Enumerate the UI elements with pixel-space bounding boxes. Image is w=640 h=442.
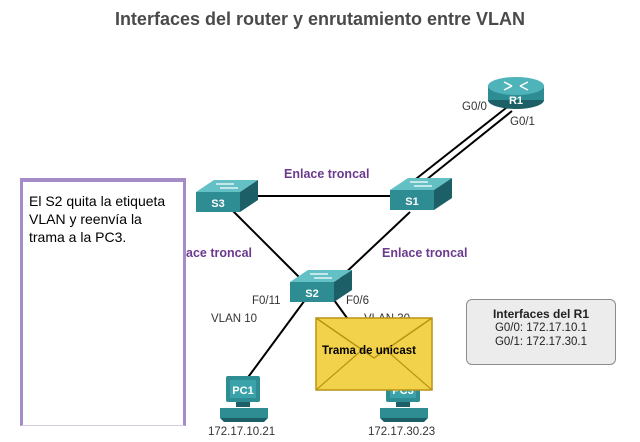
port-label-g00: G0/0 — [462, 101, 487, 113]
pc1-label: PC1 — [232, 385, 253, 397]
router-r1-label: R1 — [509, 95, 523, 107]
pc-pc1[interactable]: PC1 — [220, 376, 268, 422]
r1-interfaces-legend: Interfaces del R1 G0/0: 172.17.10.1 G0/1… — [466, 299, 616, 365]
switch-s1-label: S1 — [405, 196, 418, 208]
link-s3-s2 — [231, 209, 301, 279]
unicast-frame-label: Trama de unicast — [322, 345, 416, 357]
legend-line-g00: G0/0: 172.17.10.1 — [494, 322, 588, 334]
switch-s3-label: S3 — [211, 198, 224, 210]
port-label-f06: F0/6 — [346, 295, 370, 307]
legend-title: Interfaces del R1 — [492, 307, 590, 321]
switch-s2-label: S2 — [305, 288, 318, 300]
router-arrows-icon — [503, 81, 529, 91]
port-label-f011: F0/11 — [252, 295, 281, 307]
link-s1-r1-g00 — [411, 107, 507, 183]
pc1-ip: 172.17.10.21 — [208, 426, 276, 438]
explanation-callout: El S2 quita la etiqueta VLAN y reenvía l… — [20, 178, 186, 426]
router-r1[interactable]: R1 — [488, 77, 544, 109]
diagram-title: Interfaces del router y enrutamiento ent… — [114, 9, 526, 29]
envelope-icon — [315, 317, 433, 391]
switch-s1[interactable]: S1 — [390, 178, 452, 210]
callout-text: El S2 quita la etiqueta VLAN y reenvía l… — [29, 193, 166, 245]
link-s1-r1-g01 — [420, 110, 513, 185]
switch-arrows-icon — [310, 273, 332, 279]
legend-line-g01: G0/1: 172.17.30.1 — [494, 336, 588, 348]
vlan10-label: VLAN 10 — [211, 313, 258, 325]
port-label-g01: G0/1 — [510, 116, 535, 128]
switch-s2[interactable]: S2 — [290, 270, 352, 302]
link-label-s1-s2: Enlace troncal — [382, 246, 468, 260]
link-label-s3-s2: ace troncal — [186, 246, 253, 260]
switch-arrows-icon — [410, 181, 432, 187]
switch-s3[interactable]: S3 — [196, 180, 258, 212]
link-label-s3-s1: Enlace troncal — [284, 167, 370, 181]
link-s2-pc1 — [245, 299, 306, 381]
pc3-ip: 172.17.30.23 — [368, 426, 436, 438]
link-s1-s2 — [339, 211, 411, 279]
switch-arrows-icon — [216, 183, 238, 189]
